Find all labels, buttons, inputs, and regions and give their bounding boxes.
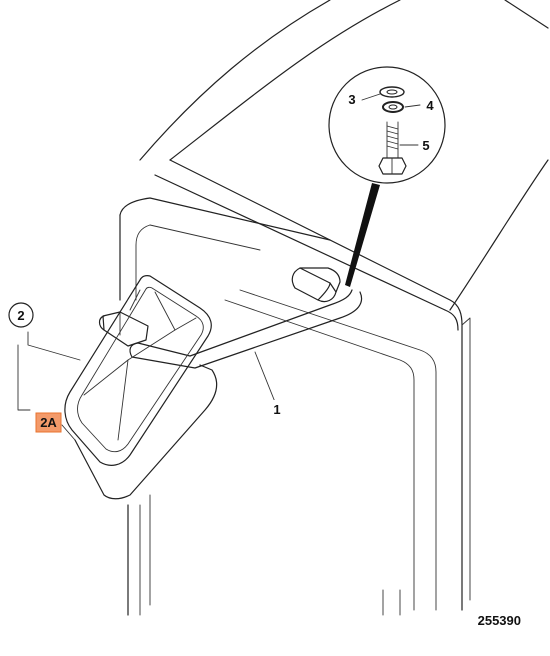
bolt-icon [378,121,407,175]
mirror-arm [98,267,363,403]
figure-reference-number: 255390 [478,613,521,628]
fastener-detail-circle [328,66,446,287]
callout-washer-plain: 3 [348,92,355,107]
svg-text:2A: 2A [40,415,57,430]
svg-text:4: 4 [426,98,434,113]
callout-arm: 1 [268,400,286,420]
spring-washer-icon [382,101,404,113]
cab-body [119,0,549,616]
svg-text:3: 3 [348,92,355,107]
callout-mirror: 2 [8,302,34,328]
plain-washer-icon [379,86,405,98]
mirror-head [17,275,218,500]
svg-text:2: 2 [17,308,24,323]
callout-mirror-alt: 2A [35,412,62,433]
svg-text:1: 1 [273,402,280,417]
callout-bolt: 5 [422,138,429,153]
callout-washer-spring: 4 [426,98,434,113]
svg-text:5: 5 [422,138,429,153]
